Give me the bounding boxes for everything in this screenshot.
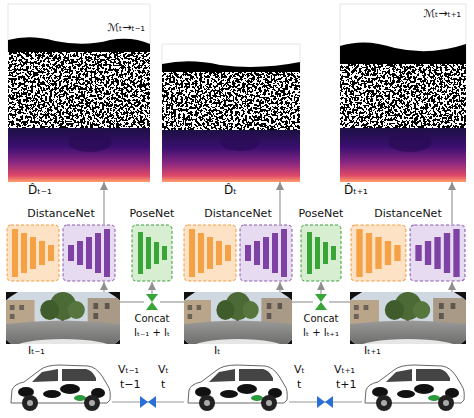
distancenet-block — [7, 225, 115, 281]
depth-map: D̂ₜ₋₁ — [8, 128, 150, 182]
node-label: DistanceNet — [27, 208, 94, 221]
input-image: Iₜ₊₁ — [350, 292, 466, 344]
node-label: DistanceNet — [204, 208, 271, 221]
concat-symbol — [146, 294, 158, 310]
connector — [451, 182, 452, 224]
velocity-label: t+1 — [336, 379, 357, 392]
network-block: DistanceNet — [6, 224, 116, 282]
node-label: ℳₜ→ₜ₋₁ — [105, 22, 147, 35]
velocity-label: t — [161, 379, 165, 392]
vehicle — [11, 365, 110, 411]
concat-op: ConcatIₜ₋₁ + Iₜ — [144, 294, 160, 310]
node-label: Iₜ₋₁ + Iₜ — [134, 327, 170, 339]
node-label: PoseNet — [130, 208, 175, 221]
connector — [279, 182, 280, 224]
node-label: Concat — [135, 313, 170, 325]
posenet-block — [132, 225, 172, 281]
depth-map: D̂ₜ₊₁ — [340, 128, 466, 182]
node-label: Concat — [304, 313, 339, 325]
network-block: DistanceNet — [350, 224, 466, 282]
connector — [160, 301, 184, 302]
velocity-symbol — [317, 396, 333, 408]
network-block: DistanceNet — [183, 224, 293, 282]
distancenet-block — [184, 225, 292, 281]
node-label: D̂ₜ₋₁ — [28, 184, 52, 198]
network-block: PoseNet — [131, 224, 173, 282]
connector — [103, 182, 104, 224]
posenet-block — [301, 225, 341, 281]
node-label: D̂ₜ — [224, 184, 237, 198]
connector — [120, 301, 144, 302]
input-image: Iₜ — [184, 292, 292, 344]
vehicle — [188, 365, 287, 411]
mask-image: ℳₜ→ₜ₊₁ — [340, 4, 466, 64]
fisheye-image — [6, 292, 120, 357]
network-block: PoseNet — [300, 224, 342, 282]
connector — [103, 282, 104, 292]
velocity-label: Vₜ₋₁ — [118, 364, 139, 377]
fisheye-image — [350, 292, 466, 357]
node-label: DistanceNet — [374, 208, 441, 221]
vehicle — [365, 365, 464, 411]
velocity-symbol — [140, 396, 156, 408]
concat-symbol — [315, 294, 327, 310]
mask-column — [340, 4, 466, 182]
node-label: PoseNet — [299, 208, 344, 221]
concat-op: ConcatIₜ + Iₜ₊₁ — [313, 294, 329, 310]
mask-column — [162, 44, 300, 182]
mask-image: ℳₜ→ₜ₋₁ — [8, 4, 150, 52]
mask-column — [8, 4, 150, 182]
input-image: Iₜ₋₁ — [6, 292, 120, 344]
node-label: Iₜ₋₁ — [28, 345, 45, 358]
depth-map: D̂ₜ — [162, 130, 300, 182]
node-label: Iₜ₊₁ — [364, 345, 381, 358]
node-label: Iₜ + Iₜ₊₁ — [303, 327, 339, 339]
velocity-label: Vₜ — [158, 364, 169, 377]
node-label: Iₜ — [214, 345, 221, 358]
node-label: ℳₜ→ₜ₊₁ — [421, 8, 463, 21]
connector — [279, 282, 280, 292]
connector — [320, 282, 321, 294]
velocity-label: Vₜ — [294, 364, 305, 377]
velocity-label: t — [297, 379, 301, 392]
connector — [151, 282, 152, 294]
connector — [451, 282, 452, 292]
node-label: D̂ₜ₊₁ — [344, 184, 368, 198]
connector — [292, 301, 313, 302]
connector — [329, 301, 350, 302]
velocity-label: t−1 — [120, 379, 141, 392]
distancenet-block — [351, 225, 465, 281]
velocity-label: Vₜ₊₁ — [334, 364, 355, 377]
fisheye-image — [184, 292, 292, 357]
